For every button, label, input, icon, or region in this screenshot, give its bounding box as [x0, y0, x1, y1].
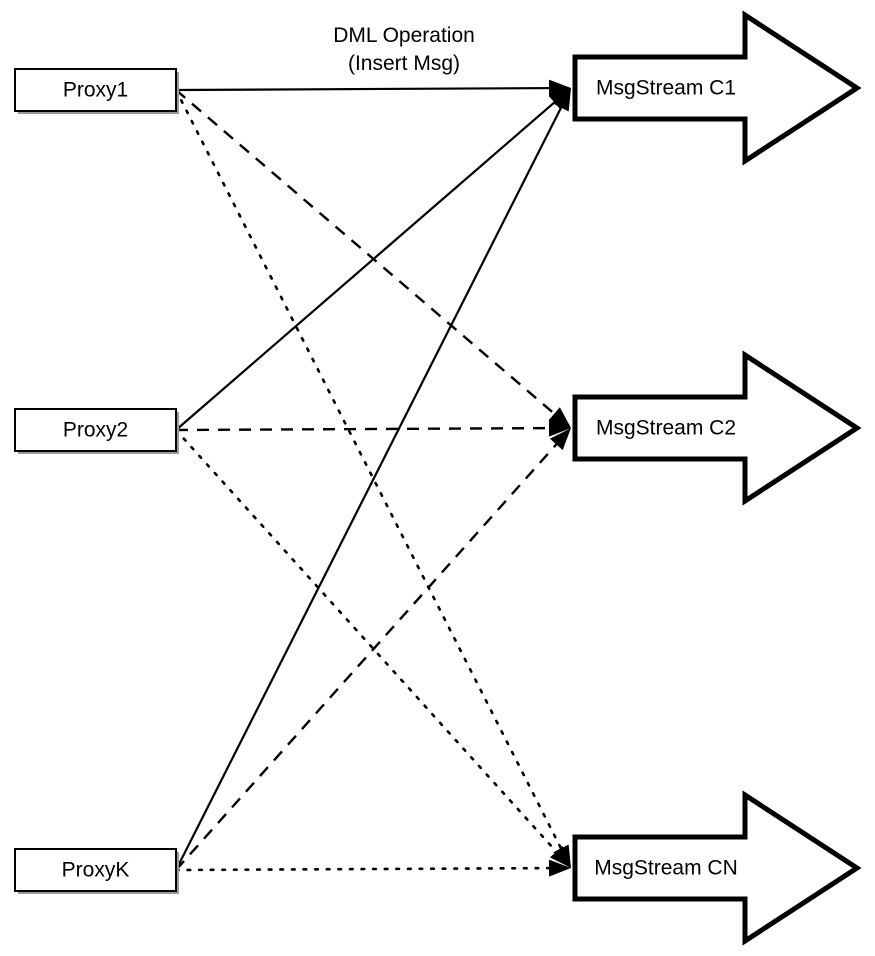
stream-arrow-shape: [572, 790, 862, 946]
link-proxy1-to-cn: [174, 88, 566, 857]
stream-arrow-shape: [572, 350, 862, 506]
edge-caption-group: DML Operation (Insert Msg): [333, 24, 475, 75]
link-proxyk-to-c1: [175, 100, 566, 871]
proxy-box: [14, 68, 177, 112]
arrowhead-proxy1-to-c1: [548, 79, 571, 97]
link-proxyk-to-c2: [175, 437, 563, 871]
link-proxy2-to-c2: [175, 426, 558, 432]
dml-operation-caption-line2: (Insert Msg): [348, 52, 460, 75]
stream-arrow-shape: [572, 10, 862, 166]
proxy-node-proxyk: ProxyK: [14, 848, 179, 894]
proxy-box: [14, 848, 177, 892]
proxy-node-proxy1: Proxy1: [14, 68, 179, 114]
stream-label-msgstream_cn: MsgStream CN: [594, 857, 738, 880]
arrowhead-proxyk-to-c2: [550, 428, 571, 451]
link-proxyk-to-cn: [174, 866, 559, 872]
proxy-label-proxy1: Proxy1: [63, 79, 128, 102]
dml-operation-caption-line1: DML Operation: [333, 24, 475, 47]
proxy-label-proxy2: Proxy2: [63, 419, 128, 442]
stream-msgstream_c1: MsgStream C1: [572, 10, 862, 166]
link-proxy2-to-c1: [175, 96, 562, 431]
proxy-node-proxy2: Proxy2: [14, 408, 179, 454]
stream-msgstream_c2: MsgStream C2: [572, 350, 862, 506]
arrowhead-proxy2-to-c2: [548, 419, 571, 437]
links-layer: [174, 86, 566, 872]
streams-layer: MsgStream C1 MsgStream C2 MsgStream CN: [572, 10, 862, 946]
arrowhead-proxy2-to-cn: [549, 845, 571, 868]
arrowhead-proxy1-to-c2: [548, 407, 571, 428]
stream-msgstream_cn: MsgStream CN: [572, 790, 862, 946]
link-proxy2-to-cn: [174, 428, 563, 859]
stream-label-msgstream_c2: MsgStream C2: [596, 417, 736, 440]
arrowhead-proxyk-to-cn: [548, 859, 571, 877]
link-proxy1-to-c1: [175, 86, 558, 92]
arrowhead-proxyk-to-c1: [553, 88, 571, 112]
link-proxy1-to-c2: [175, 89, 562, 420]
proxy-box: [14, 408, 177, 452]
arrowheads-layer: [548, 79, 571, 877]
stream-label-msgstream_c1: MsgStream C1: [596, 77, 736, 100]
proxy-label-proxyk: ProxyK: [62, 859, 130, 882]
